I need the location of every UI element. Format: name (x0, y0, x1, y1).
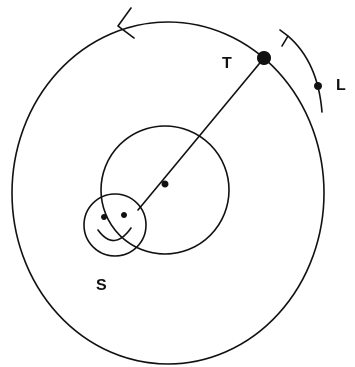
smiley-left-eye (101, 214, 107, 220)
label-t: T (222, 55, 232, 72)
smiley-mouth (97, 227, 132, 242)
outer-orbit (11, 21, 325, 365)
motion-arc (287, 35, 323, 113)
label-l: L (336, 77, 346, 94)
radius-line (137, 57, 265, 211)
motion-arc-arrowhead (279, 29, 289, 47)
inner-orbit (100, 125, 230, 255)
smiley-right-eye (121, 212, 127, 218)
smiley-face-outline (83, 193, 147, 257)
point-l-dot (314, 82, 322, 90)
point-t-dot (257, 51, 271, 65)
inner-orbit-center-dot (161, 180, 169, 188)
sun-smiley-icon (83, 193, 147, 257)
label-s: S (96, 277, 107, 294)
outer-orbit-direction-arrow (117, 7, 135, 39)
